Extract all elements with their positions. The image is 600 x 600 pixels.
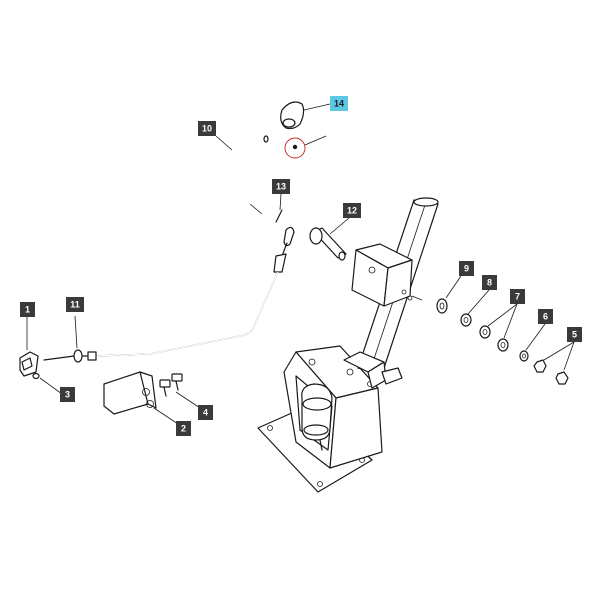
svg-text:9: 9: [464, 264, 469, 274]
svg-text:3: 3: [65, 390, 70, 400]
svg-text:10: 10: [202, 124, 212, 134]
pedal-housing: [283, 345, 383, 469]
cable-clip: [19, 351, 39, 377]
svg-text:14: 14: [334, 99, 344, 109]
svg-text:8: 8: [487, 278, 492, 288]
svg-text:1: 1: [25, 305, 30, 315]
svg-text:11: 11: [70, 300, 80, 310]
callout-9[interactable]: 9: [459, 261, 474, 276]
callout-1[interactable]: 1: [20, 302, 35, 317]
callout-13[interactable]: 13: [272, 179, 290, 194]
nut-5b: [555, 371, 569, 385]
callout-4[interactable]: 4: [198, 405, 213, 420]
callouts: 1 2 3 4 5 6 7 8: [20, 96, 582, 436]
roll-pin: [275, 209, 283, 223]
clip-nut: [32, 372, 40, 380]
washer-9: [436, 298, 448, 314]
washer-8: [460, 313, 472, 327]
svg-text:6: 6: [543, 312, 548, 322]
lever-rod: [212, 135, 269, 216]
svg-text:12: 12: [347, 206, 357, 216]
callout-3[interactable]: 3: [60, 387, 75, 402]
set-screw-highlight: [284, 135, 327, 159]
svg-text:4: 4: [203, 408, 208, 418]
washer-7a: [479, 325, 491, 339]
washer-6: [519, 350, 529, 362]
throttle-cable: [43, 226, 295, 363]
callout-8[interactable]: 8: [482, 275, 497, 290]
washer-7b: [497, 338, 509, 352]
cable-bracket: [103, 371, 157, 415]
callout-12[interactable]: 12: [343, 203, 361, 218]
mount-bracket: [351, 243, 423, 307]
lever-knob: [280, 101, 305, 130]
callout-2[interactable]: 2: [176, 421, 191, 436]
callout-14[interactable]: 14: [330, 96, 348, 111]
leader-lines: [26, 135, 575, 425]
bracket-bolts: [159, 373, 183, 397]
svg-text:13: 13: [276, 182, 286, 192]
nut-5a: [533, 359, 547, 373]
callout-7[interactable]: 7: [510, 289, 525, 304]
svg-text:5: 5: [572, 330, 577, 340]
callout-10[interactable]: 10: [198, 121, 216, 136]
callout-6[interactable]: 6: [538, 309, 553, 324]
pivot-pin: [309, 227, 347, 261]
svg-text:7: 7: [515, 292, 520, 302]
svg-text:2: 2: [181, 424, 186, 434]
callout-5[interactable]: 5: [567, 327, 582, 342]
callout-11[interactable]: 11: [66, 297, 84, 312]
